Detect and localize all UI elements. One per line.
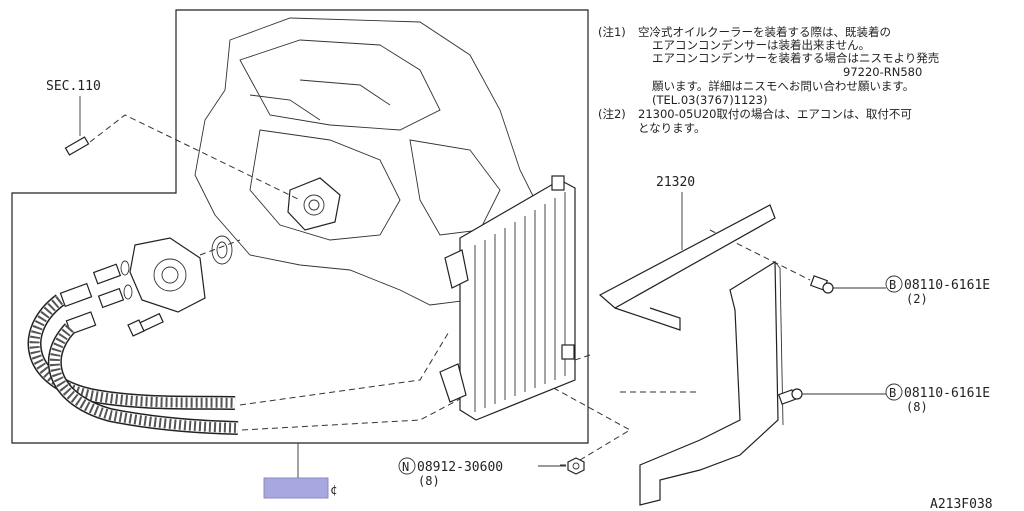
oil-adapter: [129, 235, 233, 313]
highlight-box[interactable]: [263, 477, 329, 499]
note1-line4: 願います。詳細はニスモへお問い合わせ願います。: [652, 79, 914, 93]
bracket-lower: [639, 260, 784, 506]
oil-cooler: [439, 175, 576, 421]
bolt-top-part-number: 08110-6161E: [904, 278, 990, 293]
nut-part-number: 08912-30600: [417, 460, 503, 475]
bolt-bottom-qty: (8): [906, 400, 928, 414]
drawing-code: A213F038: [930, 497, 993, 511]
adapter-bolt: [127, 312, 164, 337]
note1-line1: 空冷式オイルクーラーを装着する際は、既装着の: [638, 25, 891, 39]
sec110-bolt: [64, 96, 90, 156]
note2-tag: (注2): [598, 107, 626, 121]
nut-qty: (8): [418, 474, 440, 488]
bolt-b-letter-top: B: [889, 278, 896, 292]
nut-n-letter: N: [402, 460, 409, 474]
sec-110-label: SEC.110: [46, 79, 101, 94]
note1-line2: エアコンコンデンサーは装着出来ません。: [652, 38, 870, 52]
bolt-upper-right: [809, 275, 886, 294]
bolt-bottom-part-number: 08110-6161E: [904, 386, 990, 401]
hose-fittings: [59, 260, 133, 335]
label-21320: 21320: [656, 175, 695, 190]
note1-tel: (TEL.03(3767)1123): [652, 93, 767, 107]
note1-part: 97220-RN580: [843, 65, 922, 79]
note1-tag: (注1): [598, 25, 626, 39]
bolt-b-circle-top: [885, 275, 903, 293]
notes-block: (注1) 空冷式オイルクーラーを装着する際は、既装着の エアコンコンデンサーは装…: [598, 25, 939, 135]
note1-line3: エアコンコンデンサーを装着する場合はニスモより発売: [652, 51, 939, 65]
leader-lines: [89, 114, 811, 466]
nut: [567, 457, 585, 475]
engine-filter-mount: [287, 177, 341, 231]
bolt-b-letter-bottom: B: [889, 386, 896, 400]
highlight-box-edge-mark: ¢: [330, 483, 337, 497]
bolt-b-circle-bottom: [885, 383, 903, 401]
note2-line2: となります。: [638, 121, 706, 135]
engine-frame: [11, 9, 589, 444]
nut-n-circle: [398, 457, 416, 475]
bracket-upper: [598, 204, 776, 331]
bolt-top-qty: (2): [906, 292, 928, 306]
bolt-lower-right: [777, 388, 886, 405]
oil-hoses: [27, 294, 239, 435]
note2-line1: 21300-05U20取付の場合は、エアコンは、取付不可: [638, 107, 912, 121]
